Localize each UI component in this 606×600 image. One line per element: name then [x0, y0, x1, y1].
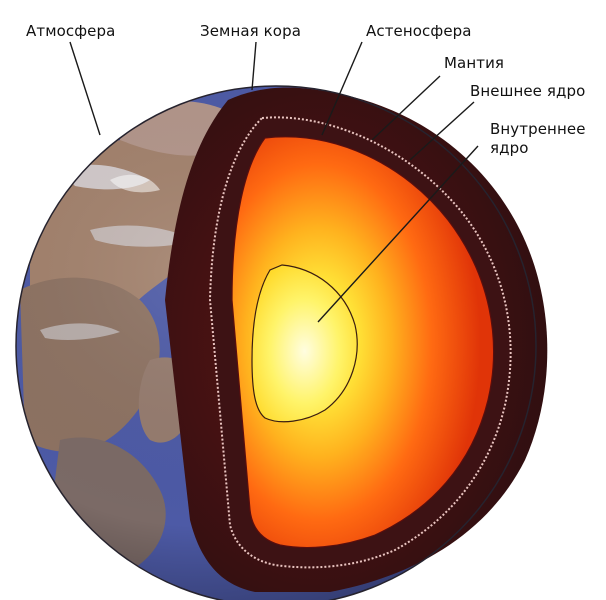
asthenosphere-label: Астеносфера	[366, 22, 472, 40]
atmosphere-leader-line	[69, 41, 101, 136]
asthenosphere-leader-line	[321, 41, 363, 136]
outer-core-leader-line	[409, 101, 475, 161]
outer-core-layer	[231, 136, 495, 549]
crust-leader-line	[251, 41, 257, 91]
outer-core-label: Внешнее ядро	[470, 82, 586, 100]
crust-label: Земная кора	[200, 22, 302, 40]
inner-core-label: Внутреннее ядро	[490, 120, 606, 158]
atmosphere-label: Атмосфера	[26, 22, 116, 40]
inner-core-label-line2: ядро	[490, 139, 529, 157]
leader-lines	[69, 41, 479, 323]
globe-outline	[15, 85, 537, 600]
inner-core-label-line1: Внутреннее	[490, 120, 586, 138]
mantle-leader-line	[371, 75, 441, 141]
inner-core	[251, 264, 358, 423]
inner-core-leader-line	[317, 145, 479, 323]
mantle-label: Мантия	[444, 54, 505, 72]
